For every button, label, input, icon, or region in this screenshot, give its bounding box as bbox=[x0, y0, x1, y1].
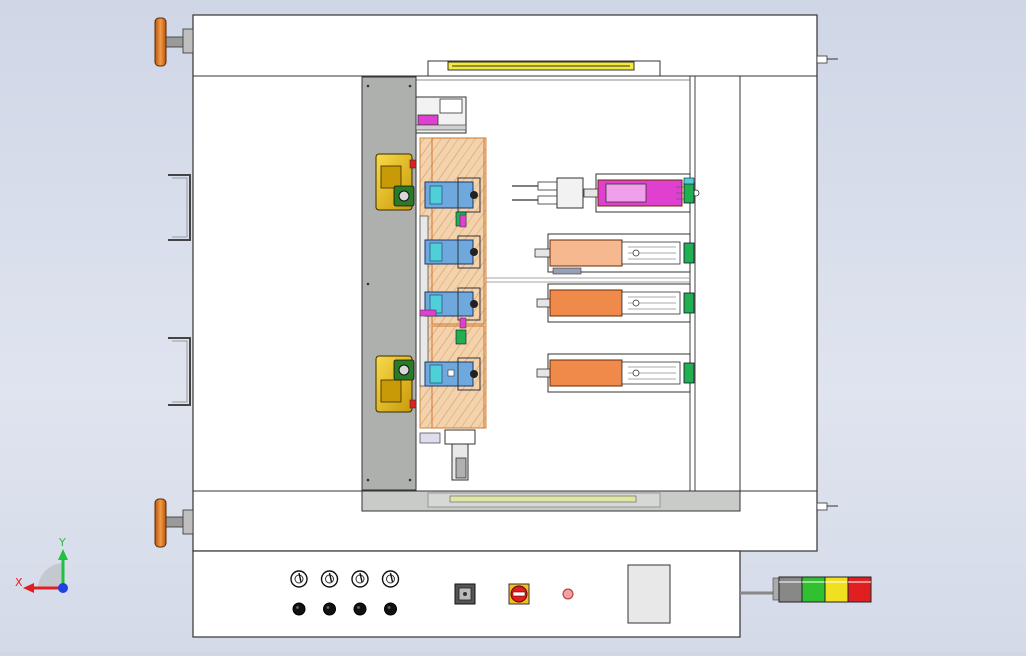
fitting bbox=[632, 369, 640, 377]
power-socket[interactable] bbox=[454, 583, 476, 605]
cylinder-body bbox=[549, 239, 623, 267]
cylinder-3[interactable] bbox=[536, 353, 695, 393]
side-handle-lower[interactable] bbox=[168, 337, 191, 406]
tower-segment-2 bbox=[801, 576, 826, 603]
left-mounting-plate[interactable] bbox=[361, 76, 417, 491]
top-sensor-box[interactable] bbox=[415, 96, 467, 134]
cylinder-body bbox=[549, 359, 623, 387]
bottom-bracket[interactable] bbox=[419, 429, 476, 481]
tower-segment-4 bbox=[847, 576, 872, 603]
cylinder-rod bbox=[583, 188, 599, 198]
emergency-stop-button[interactable] bbox=[508, 583, 530, 605]
triad-y-label: Y bbox=[58, 536, 66, 549]
handwheel-top[interactable] bbox=[154, 17, 194, 67]
signal-tower[interactable] bbox=[740, 576, 872, 603]
cylinder-rod bbox=[536, 368, 551, 378]
triad-y-arrow bbox=[58, 549, 68, 560]
pneumatic-cylinders[interactable] bbox=[534, 173, 700, 393]
cylinder-body bbox=[549, 289, 623, 317]
toggle-clamp-lower[interactable] bbox=[375, 355, 417, 413]
top-light-curtain[interactable] bbox=[427, 60, 661, 77]
probe-assembly[interactable] bbox=[512, 177, 584, 209]
cylinder-inner bbox=[605, 183, 647, 203]
tower-segment-1 bbox=[778, 576, 803, 603]
cylinder-rod bbox=[534, 248, 551, 258]
bottom-light-curtain[interactable] bbox=[361, 490, 741, 512]
clamp-block-4 bbox=[424, 357, 481, 391]
cylinder-valve bbox=[683, 292, 695, 314]
triad-x-label: X bbox=[15, 576, 23, 589]
push-button-2[interactable] bbox=[323, 602, 336, 616]
push-button-3[interactable] bbox=[353, 602, 367, 616]
side-handle-upper[interactable] bbox=[168, 174, 191, 241]
triad-z-axis bbox=[58, 583, 68, 593]
push-button-4[interactable] bbox=[384, 602, 397, 616]
latch-bottom[interactable] bbox=[816, 502, 838, 511]
control-panel[interactable] bbox=[192, 550, 741, 638]
selector-switch-2[interactable] bbox=[320, 570, 339, 588]
main-frame[interactable] bbox=[192, 14, 818, 552]
cylinder-4[interactable] bbox=[583, 173, 700, 213]
cylinder-plate bbox=[552, 267, 582, 275]
clamp-block-2 bbox=[424, 235, 481, 269]
cylinder-valve bbox=[683, 242, 695, 264]
triad-x-arrow bbox=[23, 583, 34, 593]
latch-top[interactable] bbox=[816, 55, 838, 64]
selector-switch-4[interactable] bbox=[381, 570, 400, 588]
cylinder-2[interactable] bbox=[536, 283, 695, 323]
indicator-lamp bbox=[562, 588, 574, 600]
toggle-clamp-upper[interactable] bbox=[375, 153, 417, 211]
coordinate-triad: Y X bbox=[15, 536, 68, 593]
clamp-blocks[interactable] bbox=[419, 177, 481, 391]
selector-switch-3[interactable] bbox=[351, 570, 369, 588]
fitting bbox=[632, 299, 640, 307]
push-button-1[interactable] bbox=[292, 602, 306, 616]
clamp-block-3 bbox=[424, 287, 481, 345]
handwheel-bottom[interactable] bbox=[154, 498, 194, 548]
selector-switch-1[interactable] bbox=[290, 570, 308, 588]
clamp-block-1 bbox=[424, 177, 481, 227]
cylinder-valve bbox=[683, 182, 695, 204]
tower-segment-3 bbox=[824, 576, 849, 603]
fitting bbox=[632, 249, 640, 257]
cylinder-rod bbox=[536, 298, 551, 308]
cylinder-valve bbox=[683, 362, 695, 384]
hmi-screen[interactable] bbox=[627, 564, 671, 624]
cylinder-1[interactable] bbox=[534, 233, 695, 273]
